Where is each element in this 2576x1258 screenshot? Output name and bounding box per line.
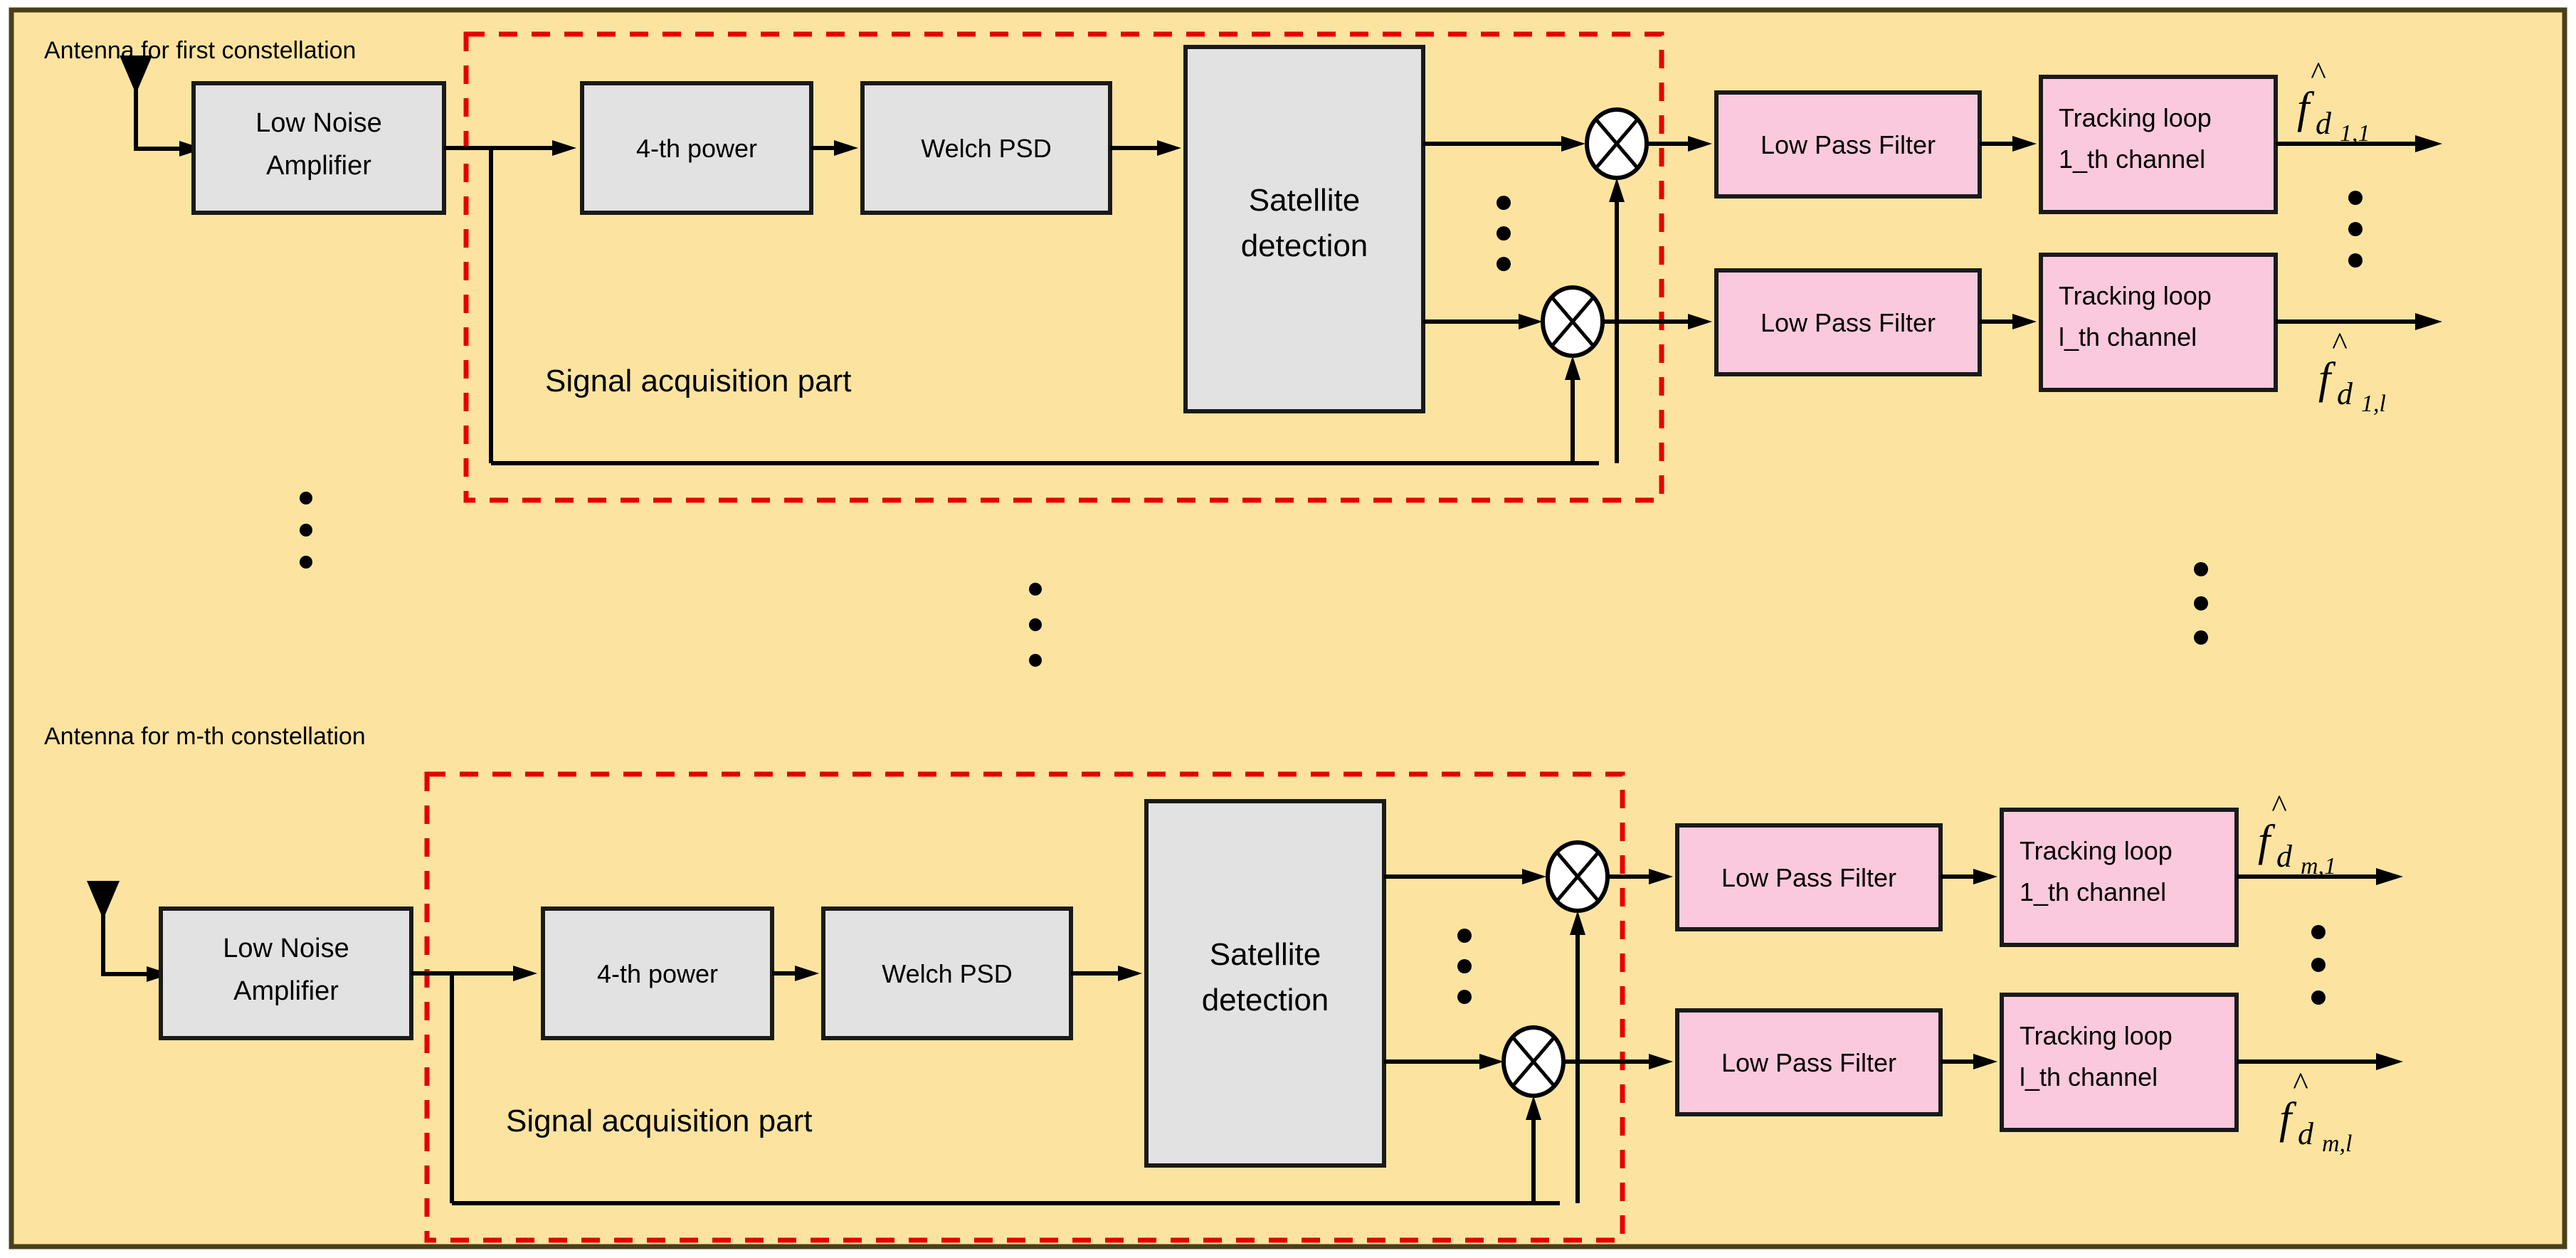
acquisition-label-first: Signal acquisition part xyxy=(545,364,851,398)
arrowhead-icon xyxy=(795,966,819,981)
block-fourth-power-mth xyxy=(541,906,774,1040)
block-satellite-detection-mth xyxy=(1144,799,1386,1168)
mixer-multiplier-icon-first-ch1 xyxy=(1585,107,1649,180)
arrowhead-icon xyxy=(2012,136,2037,152)
vertical-dots-mixer-mth xyxy=(1457,929,1472,1004)
satellite-detection-label-line1-first: Satellite xyxy=(1249,183,1361,218)
arrowhead-icon xyxy=(2376,868,2403,885)
arrowhead-icon xyxy=(1561,136,1585,152)
arrowhead-icon xyxy=(1565,356,1580,380)
arrowhead-icon xyxy=(1649,869,1673,884)
welch-psd-label-mth: Welch PSD xyxy=(882,959,1012,988)
block-tracking-loop-first-ch1 xyxy=(2039,75,2278,214)
acquisition-boundary-mth xyxy=(424,771,1625,1243)
tracking-label-line1-first-chl: Tracking loop xyxy=(2059,281,2212,310)
output-hat-first-ch1: ^ xyxy=(2310,55,2326,91)
tracking-label-line1-mth-chl: Tracking loop xyxy=(2020,1021,2173,1050)
tracking-label-line2-first-chl: l_th channel xyxy=(2059,322,2197,352)
output-subsub-mth-ch1: m,1 xyxy=(2301,853,2336,879)
antenna-label-first: Antenna for first constellation xyxy=(44,37,356,64)
lna-label-line1-first: Low Noise xyxy=(255,108,381,138)
arrowhead-icon xyxy=(1118,966,1142,981)
tracking-label-line1-first-ch1: Tracking loop xyxy=(2059,103,2212,132)
arrowhead-icon xyxy=(2376,1053,2403,1070)
output-subsub-first-ch1: 1,1 xyxy=(2340,120,2370,147)
block-satellite-detection-first xyxy=(1183,45,1425,413)
vertical-dots-output-first xyxy=(2348,191,2363,268)
mixer-multiplier-icon-mth-ch1 xyxy=(1546,840,1610,913)
vertical-dots-mixer-first xyxy=(1496,196,1511,271)
output-sub-mth-ch1: d xyxy=(2276,839,2293,874)
arrowhead-icon xyxy=(2012,314,2037,329)
output-sub-mth-chl: d xyxy=(2298,1116,2314,1151)
antenna-label-mth: Antenna for m-th constellation xyxy=(44,723,366,750)
arrowhead-icon xyxy=(1479,1054,1504,1069)
block-low-noise-amplifier-first xyxy=(191,81,446,215)
output-hat-mth-chl: ^ xyxy=(2292,1065,2308,1101)
vertical-dots-right-middle xyxy=(2194,562,2208,645)
block-low-noise-amplifier-mth xyxy=(159,906,413,1040)
arrowhead-icon xyxy=(1973,1054,1997,1069)
lpf-label-first-chl: Low Pass Filter xyxy=(1761,308,1936,337)
block-tracking-loop-mth-chl xyxy=(2000,993,2239,1132)
lpf-label-first-ch1: Low Pass Filter xyxy=(1761,130,1936,159)
output-subsub-mth-chl: m,l xyxy=(2322,1131,2353,1157)
arrowhead-icon xyxy=(2415,313,2442,330)
block-welch-psd-mth xyxy=(821,906,1073,1040)
vertical-dots-output-mth xyxy=(2311,925,2326,1005)
vertical-dots-antenna-column xyxy=(300,492,312,569)
arrowhead-icon xyxy=(1522,869,1546,884)
lpf-label-mth-ch1: Low Pass Filter xyxy=(1721,863,1896,892)
block-tracking-loop-first-chl xyxy=(2039,253,2278,392)
arrowhead-icon xyxy=(1526,1096,1541,1120)
arrowhead-icon xyxy=(1609,178,1625,202)
output-hat-mth-ch1: ^ xyxy=(2271,788,2286,824)
arrowhead-icon xyxy=(834,140,858,156)
output-sub-first-ch1: d xyxy=(2316,106,2332,141)
block-fourth-power-first xyxy=(580,81,813,215)
arrowhead-icon xyxy=(1973,869,1997,884)
arrowhead-icon xyxy=(513,966,537,981)
tracking-label-line2-mth-chl: l_th channel xyxy=(2020,1062,2158,1092)
satellite-detection-label-line2-mth: detection xyxy=(1202,983,1329,1018)
satellite-detection-label-line1-mth: Satellite xyxy=(1210,937,1321,972)
block-tracking-loop-mth-ch1 xyxy=(2000,808,2239,947)
acquisition-boundary-first xyxy=(463,31,1664,503)
welch-psd-label-first: Welch PSD xyxy=(921,134,1051,163)
arrowhead-icon xyxy=(1688,314,1712,329)
arrowhead-icon xyxy=(1649,1054,1673,1069)
vertical-dots-center xyxy=(1029,583,1042,667)
lna-label-line1-mth: Low Noise xyxy=(223,934,349,963)
mixer-multiplier-icon-first-chl xyxy=(1541,285,1605,358)
output-sub-first-chl: d xyxy=(2337,376,2353,411)
output-subsub-first-chl: 1,l xyxy=(2361,391,2386,417)
arrowhead-icon xyxy=(1519,314,1543,329)
lna-label-line2-first: Amplifier xyxy=(266,151,371,181)
output-hat-first-chl: ^ xyxy=(2331,325,2347,361)
tracking-label-line2-first-ch1: 1_th channel xyxy=(2059,144,2205,174)
tracking-label-line1-mth-ch1: Tracking loop xyxy=(2020,836,2173,865)
tracking-label-line2-mth-ch1: 1_th channel xyxy=(2020,877,2166,906)
arrowhead-icon xyxy=(1688,136,1712,152)
arrowhead-icon xyxy=(2415,135,2442,152)
mixer-multiplier-icon-mth-chl xyxy=(1501,1025,1566,1098)
satellite-detection-label-line2-first: detection xyxy=(1241,228,1368,263)
arrowhead-icon xyxy=(552,140,576,156)
block-low-pass-filter-first-ch1 xyxy=(1714,90,1982,199)
block-low-pass-filter-first-chl xyxy=(1714,268,1982,376)
fourth-power-label-mth: 4-th power xyxy=(597,959,718,988)
arrowhead-icon xyxy=(1157,140,1181,156)
lpf-label-mth-chl: Low Pass Filter xyxy=(1721,1048,1896,1077)
lna-label-line2-mth: Amplifier xyxy=(233,976,339,1006)
arrowhead-icon xyxy=(1570,911,1585,935)
acquisition-label-mth: Signal acquisition part xyxy=(506,1104,812,1138)
fourth-power-label-first: 4-th power xyxy=(636,134,757,163)
